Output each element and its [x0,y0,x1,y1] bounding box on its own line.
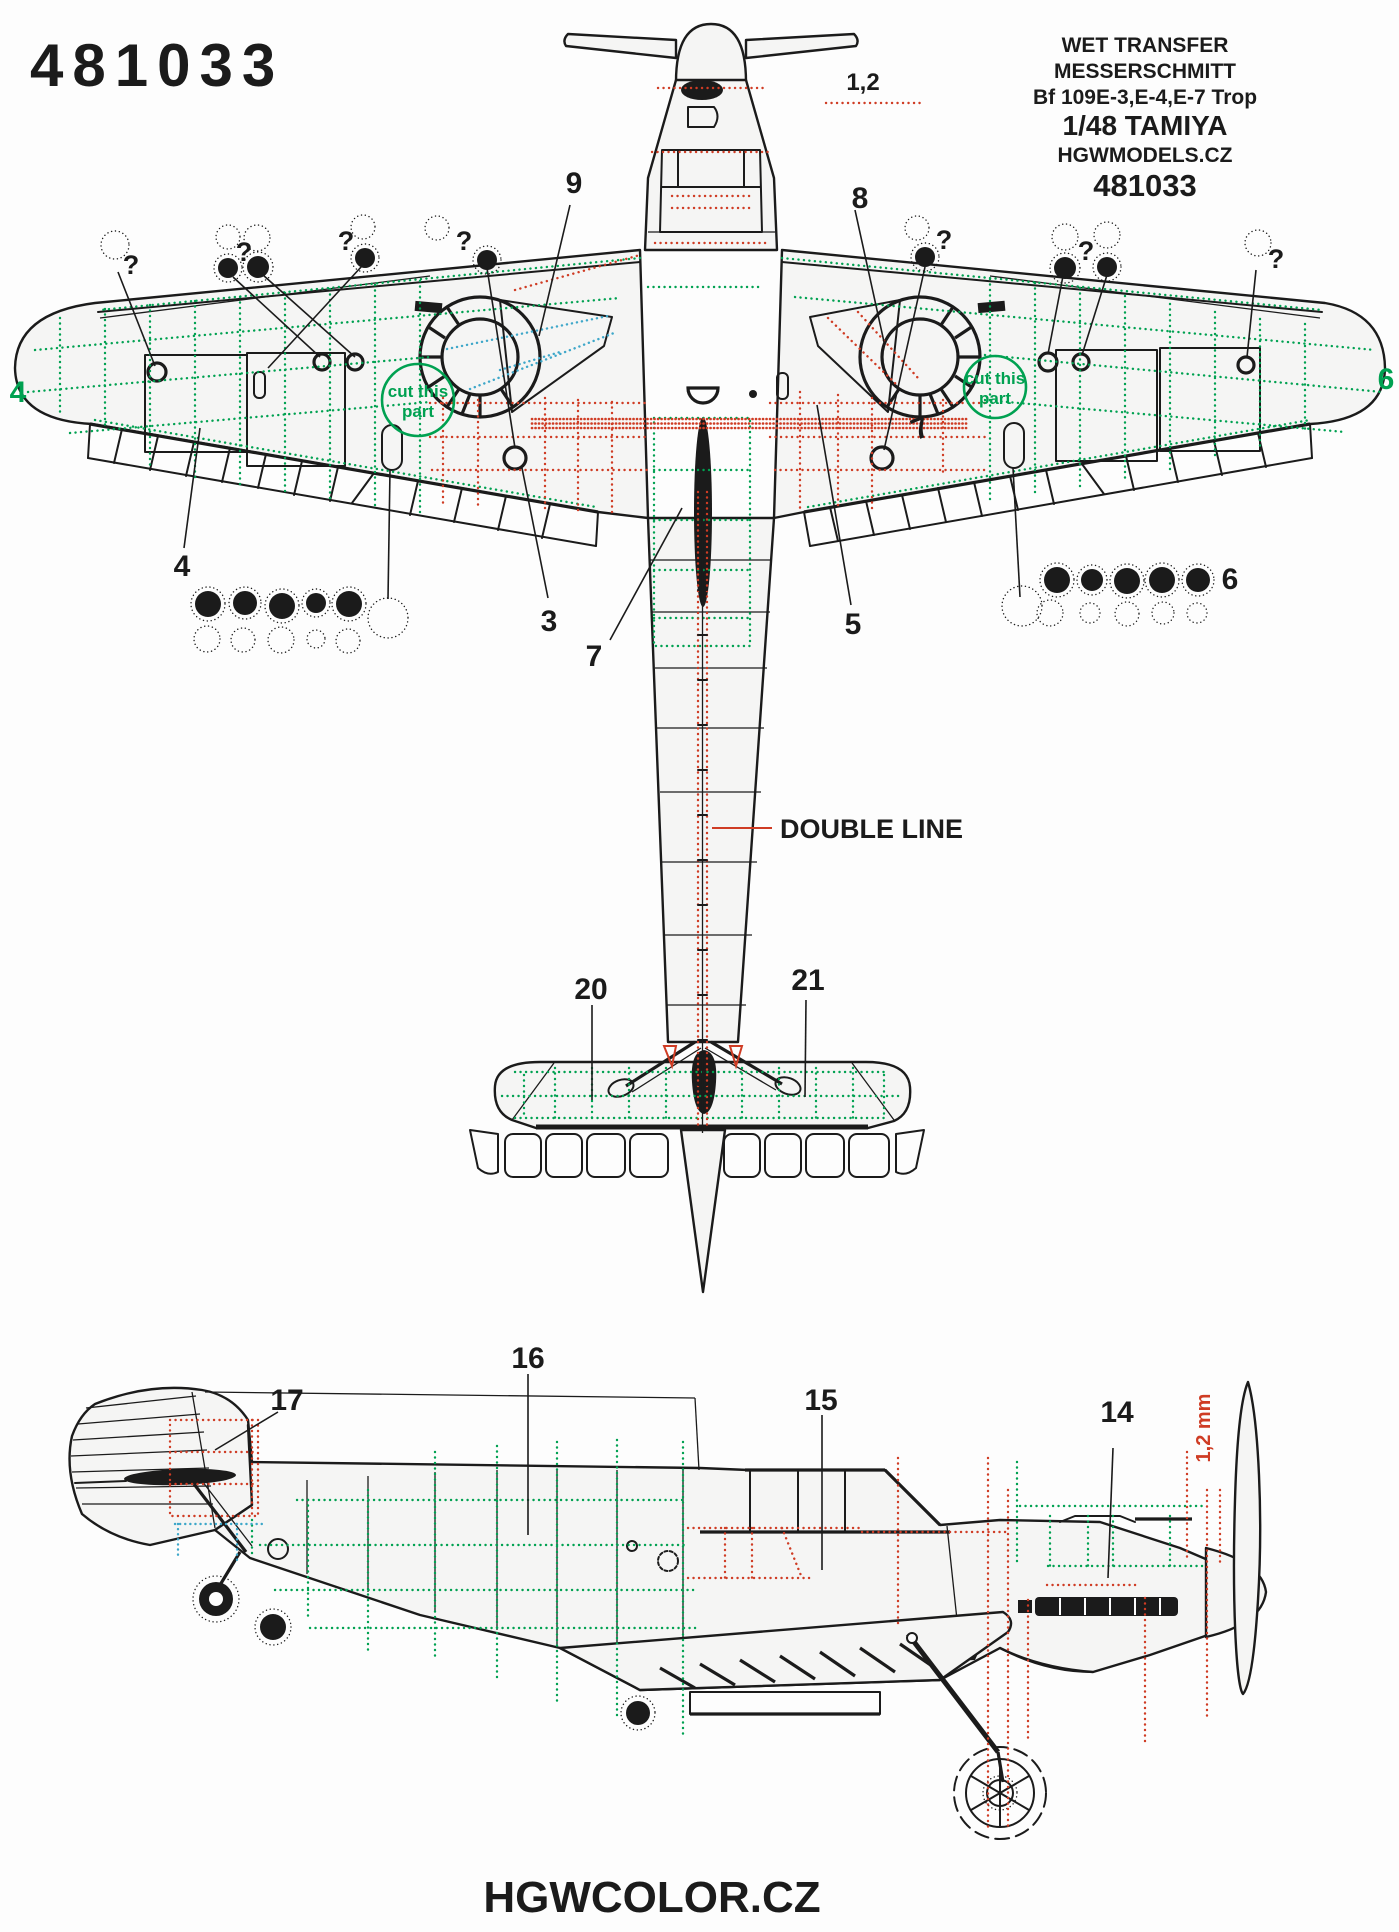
cut-this-part-right-line2: part [979,389,1011,408]
info-box: WET TRANSFER MESSERSCHMITT Bf 109E-3,E-4… [1033,34,1257,203]
side-view: 17 16 15 14 1,2 mm [68,1342,1268,1840]
callout-6-green: 6 [1378,363,1395,396]
callout-14: 14 [1100,1396,1134,1429]
callout-4-green: 4 [10,376,27,409]
leader-lines-side [214,1374,1114,1579]
question-mark: ? [1268,244,1285,274]
right-dot-row [1001,562,1215,627]
question-mark: ? [456,226,473,256]
side-wing [558,1610,1013,1716]
fuselage-frames [650,559,772,1006]
red-grid-left-root [428,310,920,516]
blue-stencil-lines [445,314,616,391]
spinner-dome [674,22,748,84]
green-grid-left-wing [26,256,642,518]
green-grid-right-wing [780,256,1384,509]
rivet-pitch-side-label: 1,2 mm [1193,1394,1215,1463]
blue-stencil-side [173,1522,264,1562]
cut-this-part-right: cut this part [962,354,1028,420]
callout-3: 3 [541,605,558,638]
question-mark: ? [936,225,953,255]
info-line-6: 481033 [1093,168,1196,203]
callout-6: 6 [1222,563,1239,596]
red-cowl-rows [650,86,923,245]
question-mark: ? [1078,236,1095,266]
stab-side [124,1468,236,1486]
side-prop-blade [1232,1380,1262,1696]
info-line-4: 1/48 TAMIYA [1063,110,1228,141]
callout-15: 15 [804,1384,837,1417]
side-landing-gear [906,1632,1047,1840]
right-wing-outline [772,248,1387,520]
cut-this-part-left-line1: cut this [388,382,448,401]
right-wheel-well [809,295,982,419]
left-wing-outline [13,248,650,520]
callout-8: 8 [852,182,869,215]
rivet-pitch-label: 1,2 [846,69,879,96]
question-mark: ? [236,237,253,267]
info-line-5: HGWMODELS.CZ [1058,144,1233,167]
sheet-part-number: 481033 [30,32,284,99]
green-grid-stabilizer [500,1066,905,1124]
double-line-label: DOUBLE LINE [780,814,963,844]
left-dot-row [190,586,409,654]
green-grid-center [646,285,764,648]
callout-16: 16 [511,1342,544,1375]
right-flap-band [803,422,1313,547]
callout-4: 4 [174,550,191,583]
green-grid-side [250,1438,1207,1737]
red-grid-side [168,1418,1222,1830]
footer-brand: HGWCOLOR.CZ [483,1873,820,1922]
cut-this-part-left-line2: part [402,402,434,421]
callout-5: 5 [845,608,862,641]
elevator-band [469,1129,925,1178]
top-view: cut this part cut this part ? [10,22,1395,1294]
info-line-2: MESSERSCHMITT [1054,60,1236,83]
callout-21: 21 [791,964,824,997]
callout-7: 7 [586,640,603,673]
question-mark: ? [123,250,140,280]
cowl-hatch [687,106,719,128]
info-line-1: WET TRANSFER [1062,34,1229,57]
query-dots [213,242,1122,284]
aft-fuselage [646,516,776,1044]
leader-lines-top [117,204,1257,1100]
stabilizer-struts [607,1040,802,1098]
side-canopy [204,1391,950,1534]
question-mark: ? [338,226,355,256]
propeller-blades [563,32,859,60]
query-markers: ? ? ? ? ? ? ? [100,214,1285,284]
callout-20: 20 [574,973,607,1006]
spine-double-line [696,490,709,1133]
callout-17: 17 [270,1384,303,1417]
red-dense-band [530,417,970,430]
red-grid-right-root [513,253,987,514]
cockpit-cutout [686,386,720,405]
cowl-intake [681,80,723,100]
info-line-3: Bf 109E-3,E-4,E-7 Trop [1033,86,1257,109]
cut-this-part-right-line1: cut this [965,369,1025,388]
cut-this-part-left: cut this part [380,362,456,438]
fin-rudder [68,1386,254,1547]
left-flap-band [87,422,599,547]
callout-9: 9 [566,167,583,200]
